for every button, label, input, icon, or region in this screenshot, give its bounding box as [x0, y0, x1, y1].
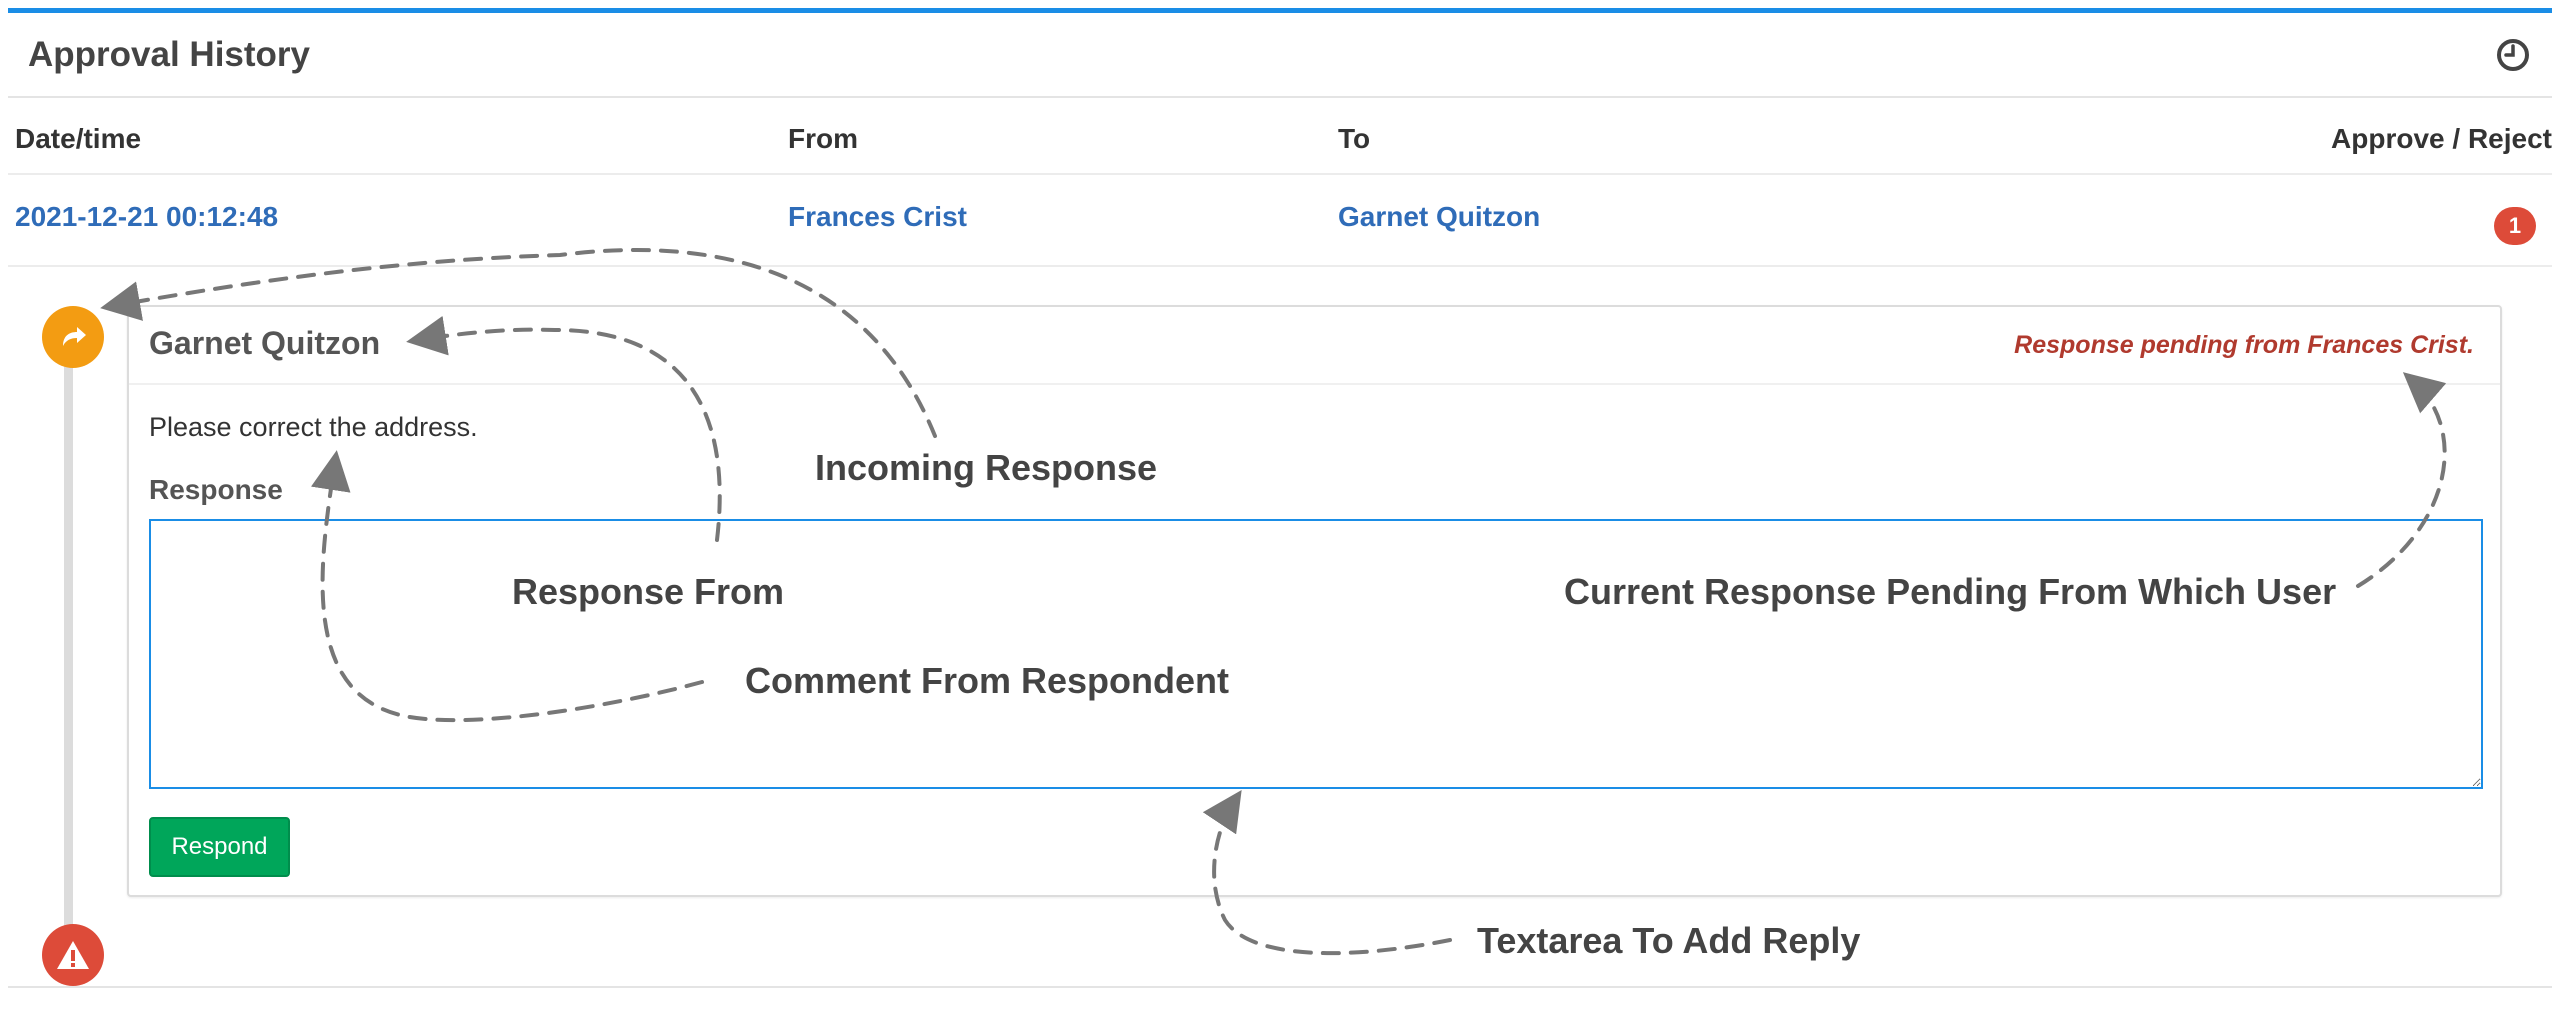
share-forward-icon: [63, 327, 86, 346]
panel-title: Approval History: [28, 35, 310, 74]
header-divider: [8, 173, 2552, 175]
panel-bottom-border: [8, 986, 2552, 988]
annotation-response-from: Response From: [512, 571, 785, 612]
annotation-textarea-to-add-reply: Textarea To Add Reply: [1477, 920, 1861, 961]
annotation-incoming-response: Incoming Response: [815, 447, 1158, 488]
timeline-line: [64, 330, 73, 950]
response-from-name: Garnet Quitzon: [149, 325, 381, 361]
column-header-datetime: Date/time: [15, 123, 142, 154]
timeline-end-marker: [42, 924, 104, 986]
panel-header: Approval History: [8, 13, 2552, 98]
respond-button[interactable]: Respond: [149, 817, 290, 877]
pending-status-text: Response pending from Frances Crist.: [2014, 331, 2474, 359]
row-to-link[interactable]: Garnet Quitzon: [1338, 201, 1541, 232]
response-label: Response: [149, 474, 283, 505]
response-textarea[interactable]: [149, 519, 2483, 789]
card-header: Garnet Quitzon Response pending from Fra…: [129, 307, 2500, 385]
approval-history-panel: Approval History Date/time From To Appro…: [8, 8, 2552, 986]
row-datetime-link[interactable]: 2021-12-21 00:12:48: [15, 201, 279, 232]
clock-icon[interactable]: [2495, 37, 2531, 73]
response-count-badge: 1: [2494, 207, 2536, 245]
row-from-link[interactable]: Frances Crist: [788, 201, 967, 232]
annotation-current-response-pending: Current Response Pending From Which User: [1564, 571, 2337, 612]
column-header-approve-reject: Approve / Reject: [2331, 123, 2552, 154]
row-divider: [8, 265, 2552, 267]
column-header-to: To: [1338, 123, 1371, 154]
column-header-from: From: [788, 123, 858, 154]
warning-icon: [57, 941, 89, 969]
timeline-start-marker: [42, 306, 104, 368]
annotation-comment-from-respondent: Comment From Respondent: [745, 660, 1230, 701]
respondent-comment: Please correct the address.: [149, 412, 478, 442]
